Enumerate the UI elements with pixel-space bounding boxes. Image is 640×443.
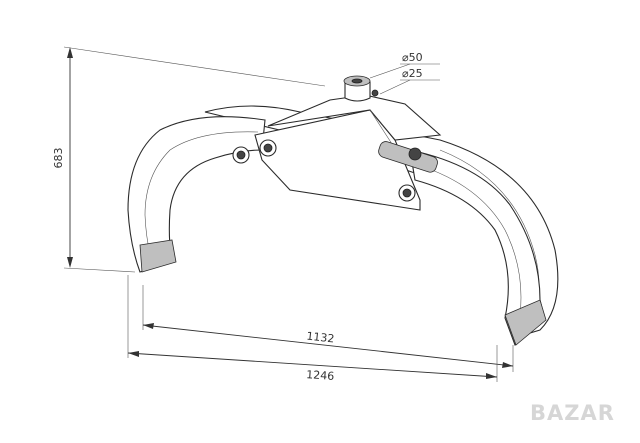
diameter-25-value: 25 — [409, 67, 423, 80]
inner-width-dimension: 1132 — [142, 285, 514, 372]
cylinder-pin — [408, 147, 422, 161]
pin-right-inner — [402, 188, 412, 198]
outer-width-arrow-left — [128, 351, 139, 357]
height-extension-top — [63, 46, 326, 87]
inner-width-label: 1132 — [306, 330, 335, 346]
outer-width-arrow-right — [486, 373, 497, 379]
pivot-pins — [232, 139, 416, 202]
diameter-50-value: 50 — [409, 51, 423, 64]
inner-width-arrow-left — [143, 323, 154, 329]
leader-50 — [369, 63, 411, 79]
outer-width-dimension-line — [127, 352, 498, 378]
front-claw-edge — [144, 131, 259, 263]
frame-top-plate — [267, 94, 442, 141]
outer-width-label: 1246 — [306, 368, 335, 383]
diameter-25-label: ⌀25 — [402, 67, 423, 80]
front-claw — [127, 116, 266, 273]
height-arrow-bottom — [67, 257, 73, 268]
diameter-callouts: ⌀50 ⌀25 — [369, 51, 440, 95]
hydraulic-cylinder — [378, 141, 438, 173]
inner-claw — [409, 149, 547, 346]
height-dimension-label: 683 — [52, 148, 65, 169]
inner-width-arrow-right — [502, 362, 513, 368]
rotator — [343, 75, 379, 102]
rotator-bore — [351, 78, 363, 84]
center-frame — [254, 94, 442, 211]
front-claw-outline — [127, 116, 266, 273]
watermark-logo: BAZAR — [530, 401, 615, 425]
rotator-body — [344, 81, 371, 102]
frame-fold-line — [369, 109, 393, 145]
inner-claw-edge — [417, 164, 522, 316]
inner-claw-tooth — [504, 299, 547, 346]
front-claw-tooth — [139, 239, 177, 273]
diameter-symbol: ⌀ — [402, 67, 409, 80]
pin-left-inner — [236, 150, 246, 160]
rotator-hole — [371, 89, 379, 97]
inner-width-dimension-line — [142, 324, 514, 367]
height-arrow-top — [67, 47, 73, 58]
leader-25 — [379, 79, 411, 95]
height-extension-bottom — [63, 267, 136, 273]
diameter-symbol: ⌀ — [402, 51, 409, 64]
diameter-50-label: ⌀50 — [402, 51, 423, 64]
pin-center-inner — [263, 143, 273, 153]
height-dimension: 683 — [52, 46, 326, 273]
outer-width-dimension: 1246 — [127, 275, 498, 383]
